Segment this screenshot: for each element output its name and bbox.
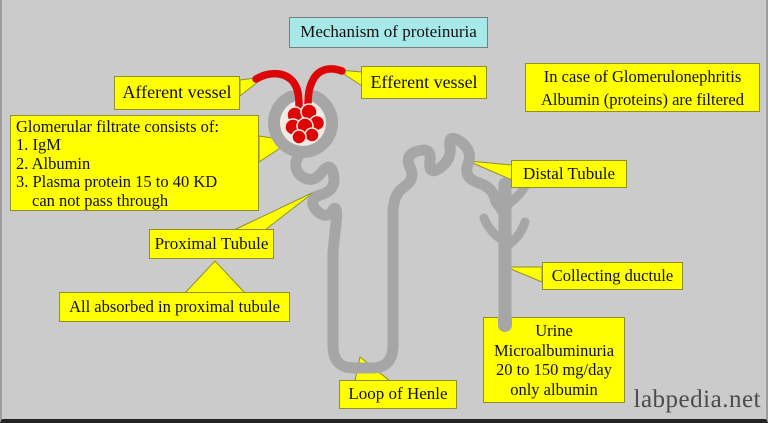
- urine-note-line2: Microalbuminuria: [493, 340, 615, 360]
- filtrate-item-3: 3. Plasma protein 15 to 40 KD: [16, 172, 218, 192]
- collecting-duct-end: [498, 317, 512, 332]
- watermark: labpedia.net: [633, 386, 761, 413]
- efferent-vessel-label: Efferent vessel: [361, 66, 487, 99]
- collecting-duct-branch-left: [479, 213, 510, 247]
- urine-note-line3: 20 to 150 mg/day: [496, 360, 612, 379]
- filtrate-item-3-cont: can not pass through: [32, 190, 169, 210]
- nephron-tubule: [290, 132, 511, 374]
- absorption-pointer: [183, 260, 247, 294]
- collecting-ductule-label: Collecting ductule: [542, 262, 683, 290]
- glomerulus: [284, 103, 326, 145]
- absorption-note: All absorbed in proximal tubule: [59, 292, 290, 322]
- urine-note: Urine Microalbuminuria 20 to 150 mg/day …: [483, 317, 625, 403]
- glomerular-filtrate-note: Glomerular filtrate consists of: 1. IgM …: [10, 115, 259, 211]
- diagram-title: Mechanism of proteinuria: [289, 17, 488, 48]
- glomerulonephritis-note-line2: Albumin (proteins) are filtered: [541, 90, 744, 109]
- glomerulonephritis-note: In case of Glomerulonephritis Albumin (p…: [525, 63, 760, 112]
- collecting-duct-branch-right: [500, 217, 530, 252]
- glomerulonephritis-note-line1: In case of Glomerulonephritis: [543, 67, 742, 86]
- proximal-tubule-label: Proximal Tubule: [149, 229, 274, 259]
- filtrate-item-1: 1. IgM: [16, 135, 61, 155]
- efferent-vessel-line: [304, 65, 346, 108]
- urine-note-line1: Urine: [535, 321, 573, 340]
- loop-of-henle-label: Loop of Henle: [339, 380, 457, 409]
- afferent-vessel-line: [252, 69, 303, 109]
- filtrate-item-2: 2. Albumin: [16, 153, 91, 173]
- vessels: [252, 65, 346, 109]
- afferent-vessel-label: Afferent vessel: [114, 76, 240, 110]
- distal-tubule-label: Distal Tubule: [511, 160, 627, 188]
- filtrate-title: Glomerular filtrate consists of:: [16, 117, 219, 136]
- urine-note-line4: only albumin: [510, 379, 598, 399]
